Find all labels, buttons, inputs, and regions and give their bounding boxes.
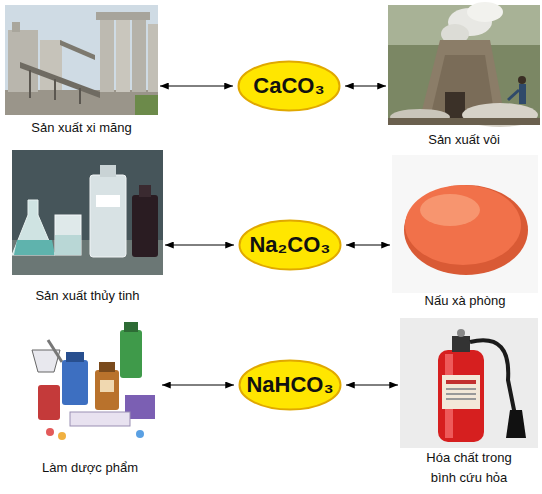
photo-frame: Làm dược phẩm <box>20 318 160 446</box>
glassware-photo-part <box>55 215 81 255</box>
medicine-photo-part <box>70 412 130 426</box>
cement-plant-photo-part <box>79 88 81 104</box>
cement-plant-photo <box>5 5 158 115</box>
glassware-photo <box>12 150 163 275</box>
cement-plant-photo-part <box>12 22 20 32</box>
fire-extinguisher-photo-part <box>400 318 538 448</box>
fire-extinguisher-photo-part <box>446 380 476 384</box>
double-arrow-connector <box>162 385 234 386</box>
medicine-photo <box>20 318 160 446</box>
photo-caption: Sản xuất vôi <box>388 130 540 150</box>
cement-plant-photo-part <box>20 62 100 98</box>
glassware-photo-part <box>90 175 126 257</box>
cement-plant-photo-part <box>116 18 130 92</box>
soap-photo-part <box>404 185 528 275</box>
double-arrow-connector <box>346 385 398 386</box>
cement-plant-photo-part <box>5 90 158 115</box>
medicine-photo-part <box>48 340 62 362</box>
fire-extinguisher-photo-part <box>506 410 526 438</box>
medicine-photo-part <box>58 432 66 440</box>
glassware-photo-part <box>139 185 151 197</box>
medicine-photo-part <box>124 322 138 332</box>
photo-caption: Sản xuất xi măng <box>5 118 158 138</box>
cement-plant-photo-part <box>5 5 158 115</box>
lime-kiln-photo-part <box>445 92 465 118</box>
lime-kiln-photo-part <box>518 76 526 84</box>
soap-photo <box>392 155 538 293</box>
fire-extinguisher-photo <box>400 318 538 448</box>
glassware-photo-part <box>12 200 55 255</box>
fire-extinguisher-photo-part <box>442 375 480 409</box>
formula-ellipse: CaCO₃ <box>237 60 341 112</box>
medicine-photo-part <box>20 318 160 446</box>
cement-plant-photo-part <box>8 30 38 92</box>
medicine-photo-part <box>38 385 60 420</box>
photo-frame: Hóa chất trong bình cứu hỏa <box>400 318 538 448</box>
cement-plant-photo-part <box>54 79 56 100</box>
formula-text: CaCO₃ <box>237 60 341 112</box>
glassware-photo-part <box>55 235 81 255</box>
medicine-photo-part <box>100 380 114 392</box>
fire-extinguisher-photo-part <box>452 336 470 352</box>
cement-plant-photo-part <box>96 12 150 20</box>
cement-plant-photo-part <box>60 40 95 60</box>
lime-kiln-photo-part <box>388 5 540 45</box>
photo-caption: Làm dược phẩm <box>10 458 170 478</box>
cement-plant-photo-part <box>135 95 158 115</box>
fire-extinguisher-photo-part <box>438 350 484 442</box>
glassware-photo-part <box>96 195 120 207</box>
glassware-photo-part <box>100 165 116 177</box>
fire-extinguisher-photo-part <box>446 393 476 395</box>
medicine-photo-part <box>46 428 54 436</box>
cement-plant-photo-part <box>148 24 158 92</box>
lime-kiln-photo-part <box>467 2 503 22</box>
medicine-photo-part <box>95 370 119 410</box>
double-arrow-connector <box>165 245 234 246</box>
glassware-photo-part <box>12 150 163 275</box>
medicine-photo-part <box>136 430 144 438</box>
medicine-photo-part <box>120 330 142 378</box>
medicine-photo-part <box>99 362 115 372</box>
photo-caption: Nấu xà phòng <box>392 291 538 311</box>
lime-kiln-photo-part <box>508 90 519 100</box>
double-arrow-connector <box>160 86 233 87</box>
fire-extinguisher-photo-part <box>470 340 516 420</box>
cement-plant-photo-part <box>132 18 146 92</box>
formula-text: Na₂CO₃ <box>238 219 342 271</box>
double-arrow-connector <box>346 245 390 246</box>
lime-kiln-photo-part <box>519 84 526 104</box>
medicine-photo-part <box>66 352 84 362</box>
cement-plant-photo-part <box>100 18 114 92</box>
formula-text: NaHCO₃ <box>238 359 342 411</box>
soap-photo-part <box>392 155 538 293</box>
fire-extinguisher-photo-part <box>446 398 476 400</box>
glassware-photo-part <box>132 195 158 257</box>
double-arrow-connector <box>345 86 386 87</box>
photo-caption: Sản xuất thủy tinh <box>12 286 163 306</box>
medicine-photo-part <box>62 360 88 405</box>
fire-extinguisher-photo-part <box>446 388 476 390</box>
formula-ellipse: NaHCO₃ <box>238 359 342 411</box>
photo-frame: Sản xuất vôi <box>388 5 540 125</box>
photo-frame: Sản xuất xi măng <box>5 5 158 115</box>
soap-photo-part <box>405 185 521 265</box>
fire-extinguisher-photo-part <box>457 329 465 337</box>
glassware-photo-part <box>14 240 55 255</box>
photo-caption: Hóa chất trong bình cứu hỏa <box>414 448 524 488</box>
lime-kiln-photo <box>388 2 540 127</box>
photo-frame: Nấu xà phòng <box>392 155 538 290</box>
formula-ellipse: Na₂CO₃ <box>238 219 342 271</box>
cement-plant-photo-part <box>29 70 31 98</box>
photo-frame: Sản xuất thủy tinh <box>12 150 163 275</box>
lime-kiln-photo-part <box>388 118 540 125</box>
soap-photo-part <box>420 194 480 226</box>
